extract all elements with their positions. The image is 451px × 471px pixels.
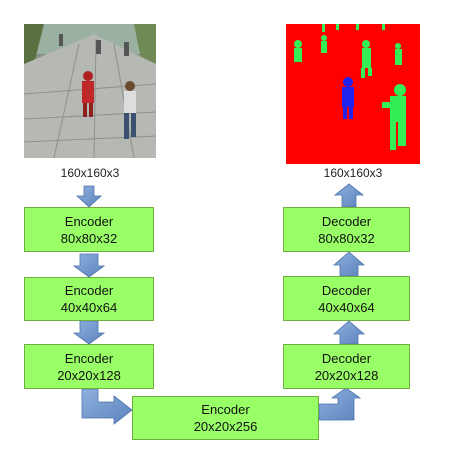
decoder-title: Decoder	[321, 213, 372, 229]
encoder-block-1: Encoder 80x80x32	[24, 207, 154, 252]
decoder-size: 80x80x32	[318, 230, 375, 246]
encoder-size: 20x20x128	[57, 367, 121, 383]
input-image-label: 160x160x3	[60, 166, 120, 180]
arrow-elbow-up	[318, 387, 362, 421]
input-image	[24, 24, 156, 158]
encoder-size: 40x40x64	[60, 300, 118, 315]
encoder-title: Encoder	[64, 350, 114, 366]
encoder-block-3: Encoder 20x20x128	[24, 344, 154, 389]
arrow-up-2	[332, 251, 366, 277]
decoder-block-1: Decoder 20x20x128	[283, 344, 410, 389]
decoder-title: Decoder	[321, 282, 372, 298]
encoder-size: 20x20x256	[193, 419, 258, 434]
encoder-title: Encoder	[64, 213, 114, 229]
decoder-block-3: Decoder 80x80x32	[283, 207, 410, 252]
decoder-size: 20x20x128	[314, 367, 379, 383]
decoder-size: 40x40x64	[318, 299, 375, 315]
arrow-down-3	[72, 320, 106, 345]
decoder-block-2: Decoder 40x40x64	[283, 276, 410, 321]
arrow-elbow-right	[81, 388, 133, 425]
decoder-title: Decoder	[321, 350, 372, 366]
encoder-size: 80x80x32	[60, 230, 118, 246]
arrow-up-3	[333, 183, 365, 208]
arrow-down-2	[72, 253, 106, 278]
encoder-block-bottleneck: Encoder 20x20x256	[132, 396, 319, 440]
arrow-up-1	[332, 320, 366, 345]
encoder-title: Encoder	[201, 402, 250, 417]
output-image-label: 160x160x3	[323, 166, 383, 180]
encoder-title: Encoder	[64, 283, 114, 298]
encoder-block-2: Encoder 40x40x64	[24, 277, 154, 321]
arrow-down-1	[75, 185, 103, 208]
output-mask-image	[286, 24, 420, 164]
